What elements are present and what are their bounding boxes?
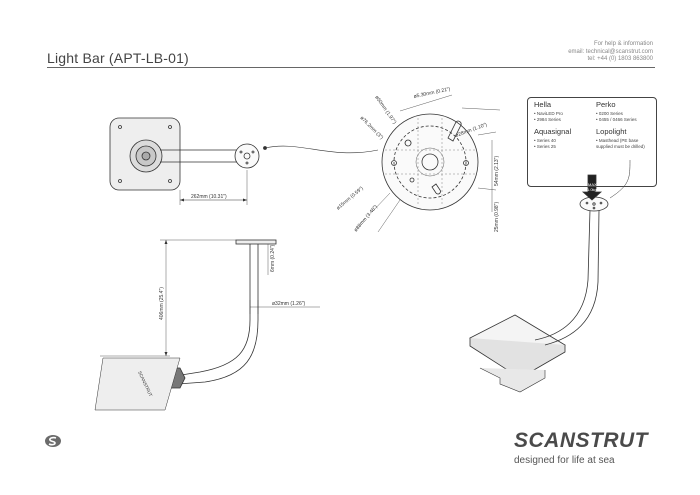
dim-76: ø76.2mm (3")	[359, 115, 385, 141]
dim-32: ø32mm (1.26")	[272, 301, 306, 307]
top-view-arm	[160, 149, 238, 163]
legend-item: • Series 40	[534, 138, 556, 143]
scanstrut-symbol-icon	[45, 435, 61, 447]
max-value: 1.0kg	[587, 187, 597, 192]
legend-item: • 2984 Series	[534, 116, 561, 122]
head-plate-slot	[404, 139, 412, 147]
side-view-base	[94, 357, 181, 411]
dim-88: ø88mm (3.46")	[353, 204, 379, 234]
legend-lopolight-title: Lopolight	[596, 127, 627, 136]
top-view-head	[234, 143, 260, 169]
help-email: email: technical@scanstrut.com	[568, 48, 653, 55]
dim-406: 406mm (25.4")	[159, 287, 165, 320]
legend-item: • NaviLED Pro	[534, 111, 563, 116]
dim-15: ø15mm (0.59")	[335, 185, 365, 211]
dim-25: 25mm (0.98")	[494, 202, 500, 232]
compatibility-legend: Hella • NaviLED Pro • 2984 Series Perko …	[527, 97, 657, 187]
top-view-mount-hole	[168, 125, 172, 129]
legend-item: • Masthead (PE base	[596, 138, 639, 143]
help-heading: For help & information	[593, 41, 653, 47]
legend-item: supplied must be drilled)	[596, 143, 645, 149]
head-plate-slot	[431, 183, 441, 195]
side-view-top-plate	[235, 239, 277, 245]
head-plate-outline	[381, 113, 479, 211]
top-view	[109, 117, 379, 205]
head-plate-slot	[447, 120, 462, 142]
brand-logo: SCANSTRUT	[514, 429, 648, 452]
legend-hella-items: • NaviLED Pro • 2984 Series	[534, 111, 563, 122]
brand-slogan: designed for life at sea	[514, 455, 615, 466]
legend-aquasignal-title: Aquasignal	[534, 127, 572, 136]
legend-item: • 0455 / 0466 Series	[596, 116, 637, 122]
legend-lopolight-items: • Masthead (PE base supplied must be dri…	[596, 138, 645, 149]
top-view-mount-hole	[118, 179, 122, 183]
title-rule	[47, 67, 655, 68]
dim-50: ø50mm (1.97")	[373, 95, 397, 126]
detail-head-plate	[371, 94, 501, 233]
page-title: Light Bar (APT-LB-01)	[47, 50, 189, 66]
head-plate-center-hole	[421, 153, 439, 171]
max-load-arrow	[581, 174, 603, 201]
max-label: MAX	[588, 182, 597, 187]
legend-perko-items: • 0200 Series • 0455 / 0466 Series	[596, 111, 637, 122]
top-view-mount-hole	[168, 179, 172, 183]
iso-pole	[534, 209, 600, 346]
detail-callout-leader	[264, 145, 379, 154]
help-info: For help & information email: technical@…	[568, 41, 653, 64]
legend-hella-title: Hella	[534, 100, 552, 109]
legend-aquasignal-items: • Series 40 • Series 25	[534, 138, 556, 149]
legend-leader	[609, 159, 631, 199]
dim-6: 6mm (0.24")	[270, 244, 276, 272]
legend-item: • Series 25	[534, 143, 556, 149]
legend-item: • 0200 Series	[596, 111, 623, 116]
help-phone: tel: +44 (0) 1803 863800	[587, 56, 653, 62]
legend-perko-title: Perko	[596, 100, 616, 109]
isometric-view	[469, 159, 631, 393]
dim-54: 54mm (2.13")	[494, 156, 500, 186]
dim-262: 262mm (10.31")	[191, 194, 227, 200]
dim-5-30: ø5.30mm (0.21")	[413, 86, 451, 100]
side-view-pole	[174, 244, 259, 385]
side-view	[94, 239, 320, 411]
top-view-mount-hole	[118, 125, 122, 129]
